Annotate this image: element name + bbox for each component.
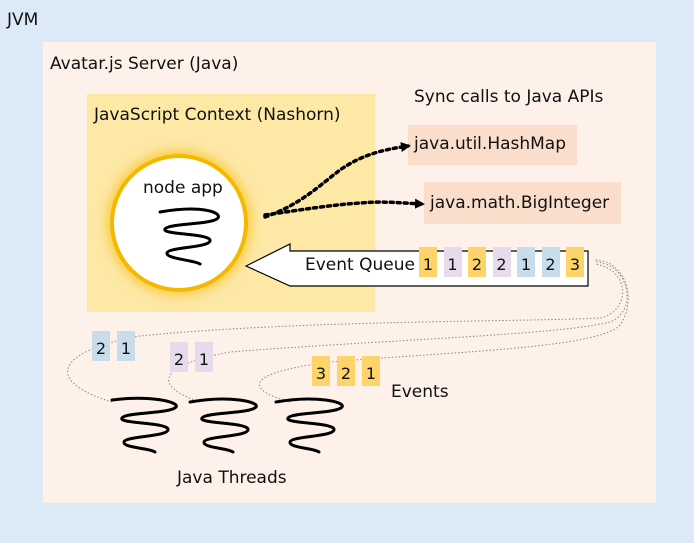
thread-1-event: 1 (117, 331, 135, 361)
node-app-label: node app (143, 178, 223, 198)
jvm-label: JVM (7, 10, 39, 30)
thread-2-event: 2 (170, 342, 188, 372)
thread-spiral-3 (274, 397, 344, 454)
java-threads-label: Java Threads (177, 468, 287, 488)
thread-to-queue-paths (67, 259, 629, 403)
node-app-circle (110, 154, 248, 292)
event-queue-item: 1 (517, 247, 535, 277)
sync-calls-label: Sync calls to Java APIs (414, 87, 604, 107)
api-box-hashmap: java.util.HashMap (408, 125, 577, 165)
event-queue-item: 1 (419, 247, 437, 277)
thread-spiral-2 (188, 397, 258, 454)
event-queue-item: 2 (541, 247, 560, 277)
thread-1-event: 2 (92, 331, 110, 361)
thread-2-event: 1 (195, 342, 213, 372)
thread-3-event: 3 (312, 356, 330, 386)
javascript-context-label: JavaScript Context (Nashorn) (94, 105, 341, 125)
api-box-biginteger: java.math.BigInteger (424, 182, 621, 224)
avatar-server-label: Avatar.js Server (Java) (50, 54, 239, 74)
event-queue-label: Event Queue (305, 255, 415, 275)
event-queue-item: 2 (492, 247, 511, 277)
sync-call-arrow-biginteger (263, 198, 425, 217)
thread-3-event: 2 (337, 356, 355, 386)
java-threads (110, 396, 344, 454)
sync-call-arrow-hashmap (263, 142, 411, 219)
thread-3-event: 1 (362, 356, 380, 386)
thread-spiral-1 (110, 396, 178, 454)
event-queue-item: 1 (443, 247, 462, 277)
events-label: Events (391, 382, 449, 402)
event-queue-item: 3 (566, 247, 584, 277)
event-queue-box (244, 243, 589, 287)
event-queue-item: 2 (468, 247, 486, 277)
